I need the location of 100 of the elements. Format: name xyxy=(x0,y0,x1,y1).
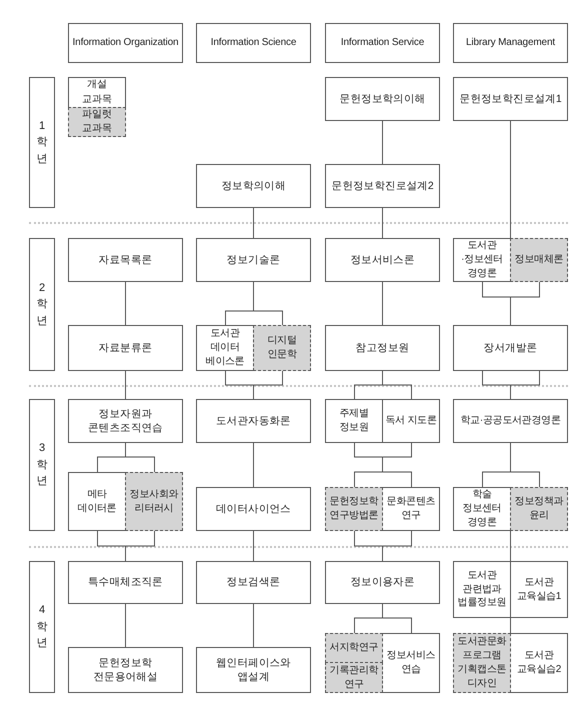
course-title: 학교·공공도서관경영론 xyxy=(460,414,561,428)
course-box xyxy=(196,325,254,371)
course-title: 자료목록론 xyxy=(98,252,152,268)
course-title: 정보검색론 xyxy=(226,575,280,590)
course-box xyxy=(453,77,568,121)
track-header-box xyxy=(196,23,311,63)
connector-line xyxy=(482,282,540,326)
connector-line xyxy=(354,604,412,634)
course-title: 도서관자동화론 xyxy=(216,414,291,428)
connector-line xyxy=(125,282,126,326)
course-box xyxy=(325,399,383,443)
course-title: 도서관문화 프로그램 기획캡스톤 디자인 xyxy=(456,635,508,691)
course-title: 특수매체조직론 xyxy=(88,575,163,590)
connector-line xyxy=(482,442,540,488)
year-label-box xyxy=(29,561,55,693)
connector-line xyxy=(482,370,540,400)
course-title: 정보자원과 콘텐츠조직연습 xyxy=(87,406,164,436)
year-label: 1학년 xyxy=(36,118,48,167)
course-title: 정보사회와 리터러시 xyxy=(128,488,180,516)
year-label: 3학년 xyxy=(36,441,48,490)
connector-line xyxy=(382,208,383,238)
course-title: 정보학의이해 xyxy=(221,178,286,194)
course-title: 기록관리학 연구 xyxy=(328,664,380,692)
connector-line xyxy=(354,530,412,562)
course-box xyxy=(68,325,183,371)
year-label-box xyxy=(29,399,55,531)
year-label-box xyxy=(29,238,55,371)
course-box xyxy=(325,561,440,604)
track-header-box xyxy=(325,23,440,63)
course-title: 문헌정보학 전문용어해설 xyxy=(92,656,159,684)
legend-label: 파일럿 교과목 xyxy=(81,108,113,136)
connector-line xyxy=(253,530,254,562)
course-title: 서지학연구 xyxy=(330,641,378,655)
connector-line xyxy=(354,442,412,488)
course-title: 디지털 인문학 xyxy=(266,334,298,362)
course-box xyxy=(196,647,311,693)
course-title: 독서 지도론 xyxy=(386,414,436,428)
course-title: 도서관 교육실습1 xyxy=(516,576,562,604)
course-box xyxy=(325,325,440,371)
course-box xyxy=(196,164,311,208)
course-title: 정보서비스 연습 xyxy=(386,649,436,677)
dashed-course-box xyxy=(510,487,568,531)
connector-line xyxy=(97,530,155,562)
course-title: 문화콘텐츠 연구 xyxy=(386,495,436,523)
dashed-course-box xyxy=(325,487,383,531)
connector-line xyxy=(253,442,254,488)
track-title: Information Organization xyxy=(72,37,178,49)
dashed-course-box xyxy=(510,238,568,282)
course-title: 학술 정보센터 경영론 xyxy=(462,488,502,530)
course-title: 메타 데이터론 xyxy=(76,488,118,516)
course-box xyxy=(325,164,440,208)
dashed-course-box xyxy=(325,633,383,663)
course-title: 도서관 교육실습2 xyxy=(516,649,562,677)
connector-line xyxy=(125,604,126,648)
course-title: 정보이용자론 xyxy=(350,575,415,590)
course-box xyxy=(382,399,440,443)
track-title: Library Management xyxy=(466,37,555,49)
track-header-box xyxy=(68,23,183,63)
course-box xyxy=(325,77,440,121)
course-box xyxy=(68,561,183,604)
legend-label: 개설 교과목 xyxy=(81,78,113,106)
course-title: 정보서비스론 xyxy=(350,252,415,268)
course-box xyxy=(196,487,311,531)
course-box xyxy=(196,561,311,604)
course-title: 장서개발론 xyxy=(484,340,538,356)
track-title: Information Service xyxy=(340,37,424,49)
course-title: 참고정보원 xyxy=(356,340,410,356)
course-title: 정보기술론 xyxy=(226,252,280,268)
course-box xyxy=(382,487,440,531)
course-title: 도서관 ·정보센터 경영론 xyxy=(460,239,504,281)
year-label: 2학년 xyxy=(36,280,48,329)
course-box xyxy=(68,472,126,531)
dashed-course-box xyxy=(253,325,311,371)
course-box xyxy=(68,399,183,443)
connector-line xyxy=(225,370,283,400)
course-box xyxy=(510,561,568,618)
course-title: 문헌정보학진로설계1 xyxy=(460,92,562,106)
course-title: 문헌정보학의이해 xyxy=(340,92,426,106)
course-title: 정보정책과 윤리 xyxy=(514,495,564,523)
course-title: 데이터사이언스 xyxy=(216,502,291,516)
course-title: 자료분류론 xyxy=(98,340,152,356)
connector-line xyxy=(382,282,383,326)
year-label-box xyxy=(29,77,55,208)
connector-line xyxy=(382,120,383,164)
course-box xyxy=(68,238,183,282)
connector-line xyxy=(225,282,283,326)
connector-line xyxy=(510,120,511,238)
course-box xyxy=(325,238,440,282)
connector-line xyxy=(253,208,254,238)
course-box xyxy=(68,647,183,693)
course-title: 문헌정보학진로설계2 xyxy=(332,178,434,194)
course-box xyxy=(196,238,311,282)
connector-line xyxy=(510,530,511,562)
course-title: 정보매체론 xyxy=(514,253,564,267)
course-box xyxy=(453,238,511,282)
course-box xyxy=(382,633,440,693)
course-box xyxy=(453,561,511,618)
course-box xyxy=(196,399,311,443)
track-header-box xyxy=(453,23,568,63)
connector-line xyxy=(97,442,155,472)
